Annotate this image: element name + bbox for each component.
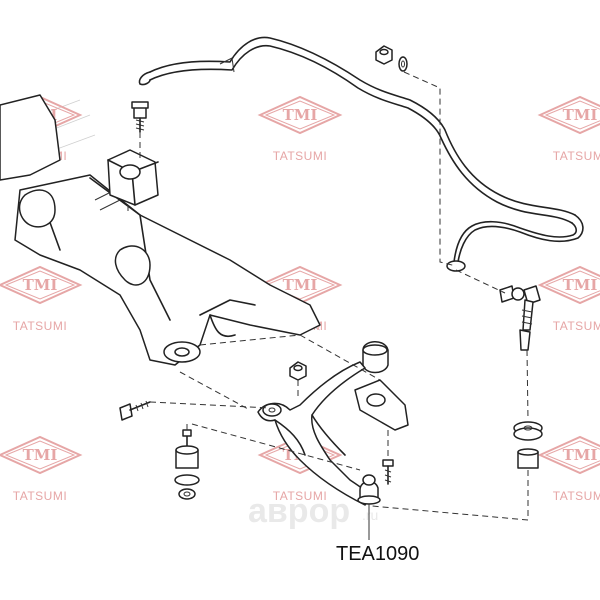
lower-control-arm (257, 361, 373, 506)
nut-middle (289, 361, 307, 381)
ball-joint (357, 474, 381, 505)
tatsumi-watermark-text: TATSUMI (553, 489, 600, 503)
assembly-guide-lines (127, 71, 529, 521)
stabilizer-link (499, 285, 541, 351)
tmi-watermark-text: TMI (283, 276, 318, 294)
tatsumi-watermark-text: TATSUMI (13, 319, 67, 333)
bolt-left (119, 400, 151, 421)
tmi-watermark-logo: TMI (257, 95, 343, 135)
tmi-watermark-text: TMI (563, 276, 598, 294)
link-lower-bushings (513, 421, 543, 469)
ball-joint-bolt (382, 459, 394, 485)
stabilizer-bar (138, 36, 584, 272)
tmi-watermark-text: TMI (23, 446, 58, 464)
tmi-watermark-text: TMI (23, 276, 58, 294)
tmi-watermark-logo: TMI (537, 265, 600, 305)
tmi-watermark-text: TMI (563, 106, 598, 124)
part-code-label: TEA1090 (336, 543, 419, 565)
tmi-watermark-logo: TMI (537, 95, 600, 135)
control-arm-bushing-stack (174, 429, 200, 500)
front-crossmember (0, 94, 321, 366)
tmi-watermark-logo: TMI (537, 435, 600, 475)
tatsumi-watermark-text: TATSUMI (273, 489, 327, 503)
site-watermark-main: аврор (248, 492, 350, 530)
site-watermark-suffix: .ru (362, 507, 378, 523)
part-callout: TEA1090 (336, 504, 419, 565)
tmi-watermark-text: TMI (563, 446, 598, 464)
tmi-watermark-logo: TMI (0, 265, 83, 305)
tmi-watermark-text: TMI (283, 106, 318, 124)
tmi-watermark-logo: TMI (0, 435, 83, 475)
nut-and-washer-top (375, 45, 408, 72)
tatsumi-watermark-text: TATSUMI (553, 319, 600, 333)
tatsumi-watermark-text: TATSUMI (273, 149, 327, 163)
tatsumi-watermark-text: TATSUMI (13, 489, 67, 503)
site-watermark: аврор .ru (248, 492, 378, 530)
tatsumi-watermark-text: TATSUMI (553, 149, 600, 163)
stabilizer-bushing-bracket (107, 101, 159, 206)
control-arm-rear-bushing (354, 341, 409, 431)
